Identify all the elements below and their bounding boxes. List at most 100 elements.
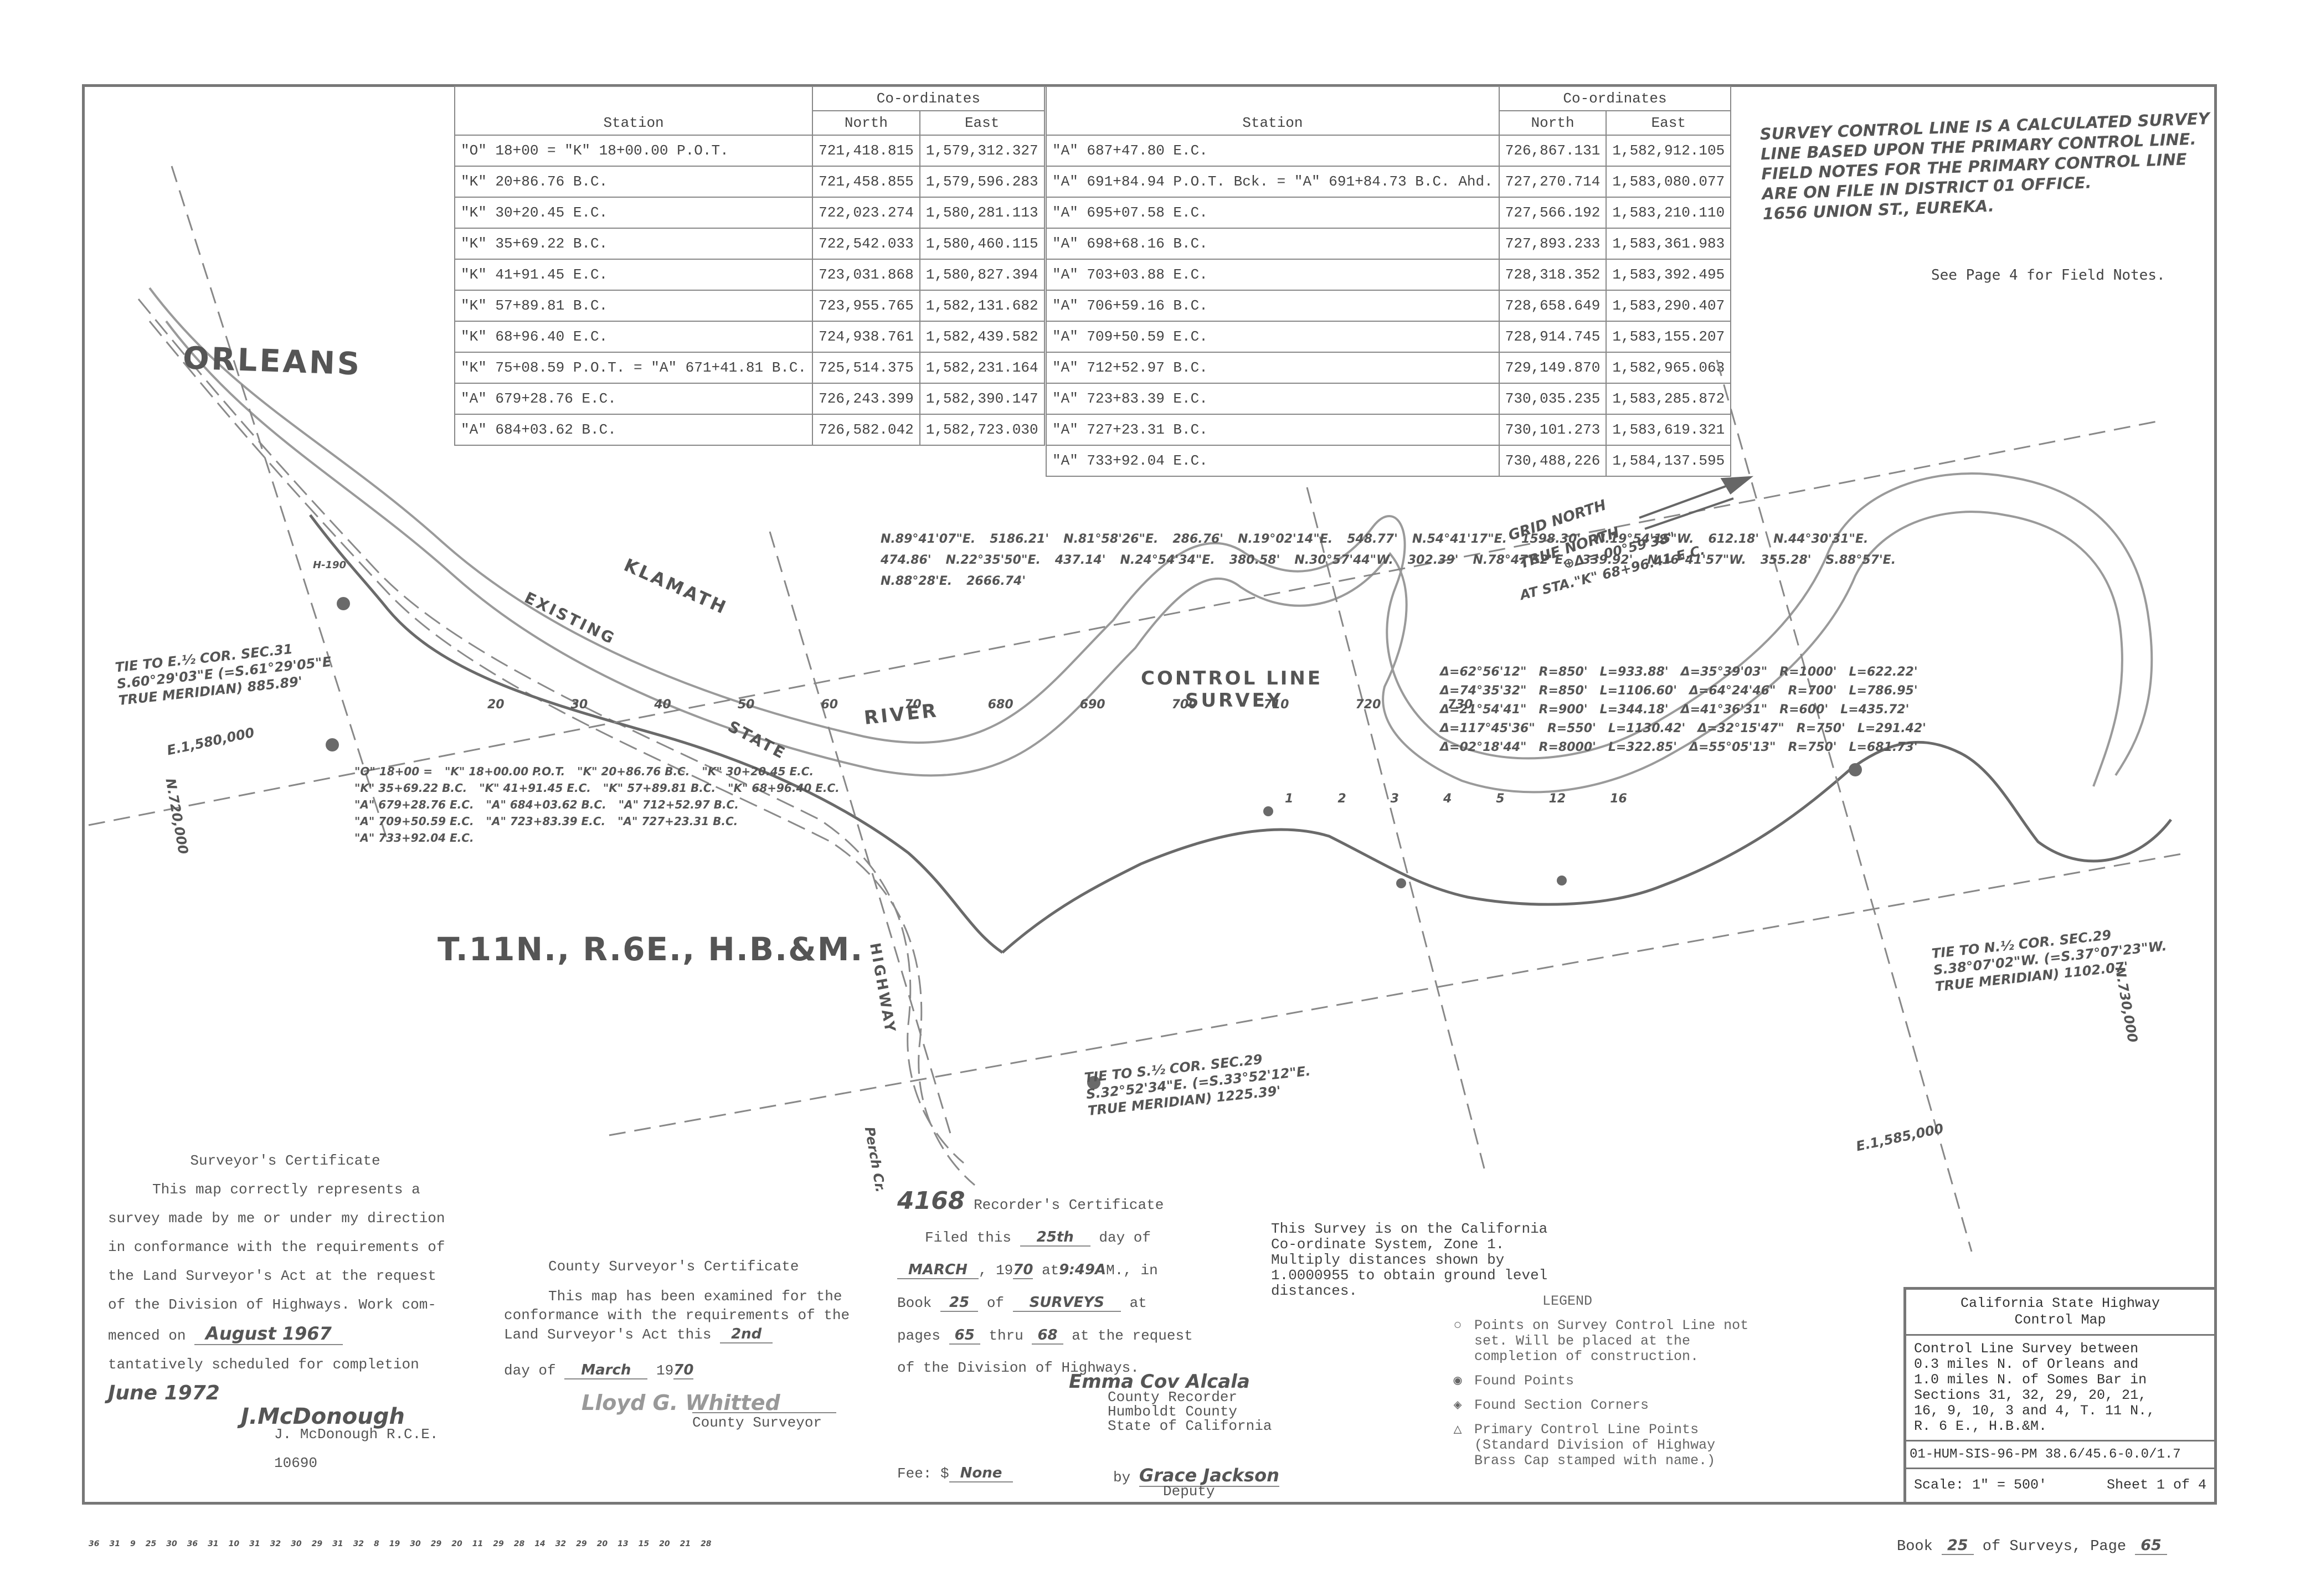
- note-line: 1.0000955 to obtain ground level: [1271, 1267, 1548, 1284]
- cell-east: 1,582,439.582: [919, 321, 1045, 353]
- stationing-number: 680: [987, 698, 1013, 712]
- map-border: [82, 84, 2217, 1505]
- cell-station: "A" 698+68.16 B.C.: [1046, 228, 1500, 260]
- curve-data-label: R=750': [1796, 722, 1845, 735]
- col-east: East: [919, 110, 1045, 136]
- cell-north: 728,914.745: [1498, 321, 1607, 353]
- section-corner-number: 30: [166, 1540, 177, 1548]
- county-year: 70: [673, 1362, 694, 1379]
- cert-line: This map correctly represents a: [152, 1181, 420, 1198]
- section-corner-number: 32: [270, 1540, 281, 1548]
- station-label: "K" 68+96.40 E.C.: [728, 781, 840, 795]
- cell-north: 726,867.131: [1498, 135, 1607, 167]
- curve-data-label: R=850': [1539, 665, 1588, 679]
- bearing-label: 2666.74': [966, 574, 1026, 588]
- control-line: [309, 514, 2172, 954]
- cell-north: 722,542.033: [812, 228, 920, 260]
- section-corner-number: 31: [249, 1540, 260, 1548]
- bearing-label: N.88°28'E.: [881, 574, 953, 588]
- bearing-label: 5186.21': [990, 532, 1049, 546]
- cell-east: 1,583,285.872: [1606, 383, 1732, 415]
- cell-station: "A" 679+28.76 E.C.: [454, 383, 814, 415]
- time-suffix: M., in: [1106, 1262, 1158, 1279]
- note-line: Co-ordinate System, Zone 1.: [1271, 1236, 1505, 1253]
- cell-station: "A" 733+92.04 E.C.: [1046, 445, 1500, 477]
- stationing-number: 60: [821, 698, 838, 712]
- recorder-cert-title: Recorder's Certificate: [974, 1197, 1164, 1213]
- section-corner-number: 32: [353, 1540, 364, 1548]
- county-cert-title: County Surveyor's Certificate: [548, 1258, 799, 1275]
- county-month: March: [564, 1362, 648, 1379]
- station-label: "A" 679+28.76 E.C.: [354, 798, 474, 811]
- completion-date: June 1972: [108, 1382, 220, 1404]
- cell-east: 1,583,210.110: [1606, 197, 1732, 229]
- station-label: "A" 709+50.59 E.C.: [354, 815, 474, 828]
- station-label: "A" 727+23.31 B.C.: [618, 815, 738, 828]
- deputy-signature: Grace Jackson: [1139, 1465, 1279, 1487]
- cell-east: 1,583,080.077: [1606, 166, 1732, 198]
- curve-data-label: L=1106.60': [1599, 684, 1677, 698]
- cert-line: conformance with the requirements of the: [504, 1307, 850, 1324]
- filed-label: Filed this: [925, 1229, 1012, 1246]
- section-corner-number: 30: [410, 1540, 421, 1548]
- commenced-label: menced on: [108, 1327, 186, 1344]
- of-label: of: [986, 1295, 1005, 1311]
- station-label: "O" 18+00 =: [354, 765, 433, 778]
- cell-east: 1,583,290.407: [1606, 290, 1732, 322]
- stationing-number: 70: [904, 698, 922, 712]
- title-block-code: 01-HUM-SIS-96-PM 38.6/45.6-0.0/1.7: [1906, 1441, 2214, 1469]
- filed-month: MARCH: [897, 1262, 979, 1279]
- curve-data-label: Δ=21°54'41": [1440, 703, 1527, 717]
- cell-east: 1,582,912.105: [1606, 135, 1732, 167]
- book-type: SURVEYS: [1012, 1294, 1121, 1312]
- recorder-line-date: MARCH, 1970 at9:49AM., in: [897, 1254, 1252, 1286]
- cell-north: 730,035.235: [1498, 383, 1607, 415]
- section-corner-number: 31: [208, 1540, 219, 1548]
- cell-station: "A" 723+83.39 E.C.: [1046, 383, 1500, 415]
- bearing-label: N.19°54'15"W.: [1595, 532, 1694, 546]
- note-line: This Survey is on the California: [1271, 1221, 1548, 1237]
- label-township: T.11N., R.6E., H.B.&M.: [438, 930, 864, 968]
- fee-label: Fee: $: [897, 1465, 949, 1482]
- cell-north: 728,318.352: [1498, 259, 1607, 291]
- label-orleans: ORLEANS: [182, 340, 363, 383]
- stationing-number: 30: [570, 698, 588, 712]
- legend-text: Found Points: [1474, 1373, 1575, 1389]
- cell-station: "K" 20+86.76 B.C.: [454, 166, 814, 198]
- cell-station: "K" 68+96.40 E.C.: [454, 321, 814, 353]
- recorder-line: Humboldt County: [1108, 1403, 1238, 1420]
- curve-data-label: R=1000': [1779, 665, 1837, 679]
- found-point-icon: ◉: [1453, 1373, 1462, 1389]
- curve-data-label: L=291.42': [1857, 722, 1926, 735]
- cell-station: "A" 727+23.31 B.C.: [1046, 414, 1500, 446]
- desc-line: 16, 9, 10, 3 and 4, T. 11 N.,: [1914, 1403, 2155, 1419]
- cell-east: 1,579,312.327: [919, 135, 1045, 167]
- klamath-river: [148, 287, 2153, 794]
- station-label: "A" 684+03.62 B.C.: [486, 798, 606, 811]
- title-block-header: California State Highway Control Map: [1906, 1290, 2214, 1336]
- recorder-signature: Emma Cov Alcala: [1069, 1371, 1250, 1393]
- surveyor-cert-title: Surveyor's Certificate: [190, 1152, 380, 1169]
- cert-line: Land Surveyor's Act this 2nd: [504, 1325, 869, 1344]
- control-point-number: 16: [1610, 792, 1627, 806]
- cert-line-commenced: menced on August 1967: [108, 1319, 462, 1350]
- curve-data-label: R=600': [1779, 703, 1829, 717]
- legend-item: ○Points on Survey Control Line not set. …: [1451, 1318, 1761, 1365]
- cell-north: 725,514.375: [812, 352, 920, 384]
- bearing-label: 355.28': [1760, 553, 1812, 567]
- year-prefix: , 19: [978, 1262, 1013, 1279]
- division-line: of the Division of Highways.: [897, 1360, 1139, 1376]
- title-block-scale: Scale: 1" = 500' Sheet 1 of 4: [1906, 1469, 2214, 1501]
- pages-label: pages: [897, 1327, 941, 1344]
- table-row: "O" 18+00 = "K" 18+00.00 P.O.T.721,418.8…: [454, 135, 1045, 167]
- county-day: 2nd: [720, 1326, 773, 1343]
- col-station: Station: [1046, 86, 1500, 136]
- cell-north: 727,893.233: [1498, 228, 1607, 260]
- section-corner-number: 28: [513, 1540, 525, 1548]
